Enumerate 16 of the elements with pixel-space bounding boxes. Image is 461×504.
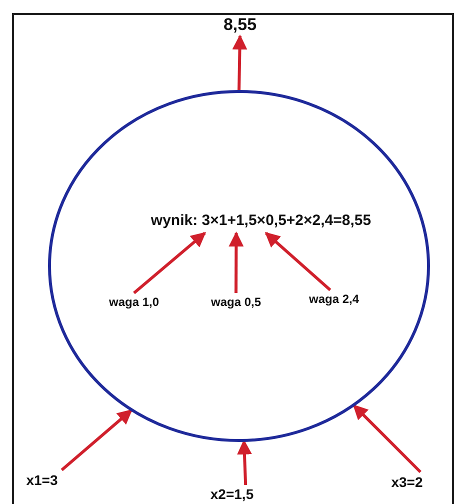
result-formula: wynik: 3×1+1,5×0,5+2×2,4=8,55 [96,209,426,233]
arrow [232,34,248,92]
input-value: x1=3 [16,470,68,490]
arrow [352,404,422,474]
arrow [236,439,252,486]
output-value: 8,55 [212,14,268,36]
weight-label: waga 2,4 [296,290,372,308]
neuron-circle [48,90,430,442]
input-value: x3=2 [383,472,431,492]
input-value: x2=1,5 [198,485,266,504]
weight-label: waga 0,5 [199,293,273,311]
weight-label: waga 1,0 [96,293,172,311]
arrow [133,232,206,294]
arrow [60,409,133,472]
arrow [228,232,244,293]
arrow [264,232,332,292]
